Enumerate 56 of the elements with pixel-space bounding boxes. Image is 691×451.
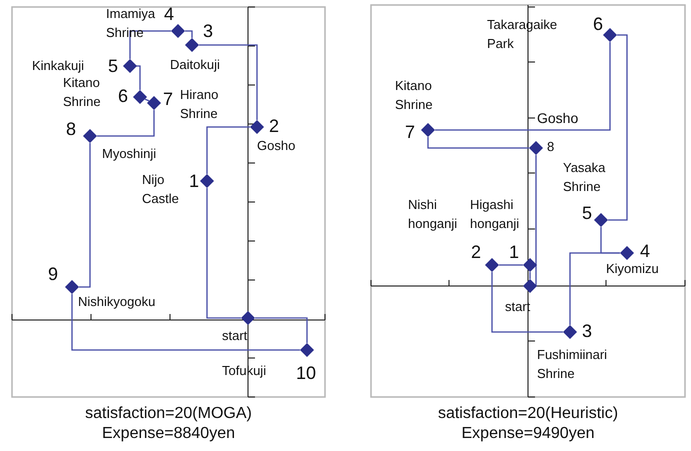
place-name: Kitano Shrine — [63, 74, 102, 111]
place-name: Higashi honganji — [470, 196, 520, 233]
point-number: 6 — [593, 13, 604, 35]
route-line — [71, 294, 300, 351]
route-line — [206, 188, 241, 319]
place-name: Kitano Shrine — [395, 77, 434, 114]
place-name: Nishikyogoku — [78, 293, 156, 311]
point-number: 5 — [582, 202, 592, 224]
place-name: start — [222, 327, 248, 345]
route-line — [129, 30, 171, 59]
place-name: Yasaka Shrine — [563, 159, 606, 196]
route-line — [206, 126, 250, 174]
place-name: Fushimiinari Shrine — [537, 346, 608, 383]
route-line — [97, 110, 155, 137]
caption: Expense=9490yen — [460, 424, 596, 444]
point-number: 3 — [582, 320, 592, 342]
place-name: Nijo Castle — [142, 171, 180, 208]
tick-label: Gosho — [537, 109, 578, 128]
point-number: 1 — [509, 241, 520, 263]
point-number: 3 — [203, 20, 214, 42]
route-line — [435, 42, 611, 131]
route-line — [608, 34, 628, 221]
point-number: 7 — [163, 88, 174, 110]
place-name: Myoshinji — [102, 145, 156, 163]
point-number: 4 — [640, 240, 650, 262]
place-name: Daitokuji — [170, 56, 220, 74]
point-number: 2 — [269, 115, 280, 137]
place-name: Nishi honganji — [408, 196, 458, 233]
route-line — [135, 65, 141, 90]
caption: Expense=8840yen — [101, 424, 236, 444]
route-line — [185, 30, 193, 38]
route-line — [600, 227, 620, 254]
point-number: 10 — [296, 362, 316, 384]
route-line — [79, 143, 91, 288]
route-line — [427, 137, 529, 149]
point-number: 6 — [118, 85, 128, 107]
point-number: 8 — [66, 118, 76, 140]
place-name: Hirano Shrine — [180, 86, 220, 123]
point-number: 2 — [471, 241, 482, 263]
route-line — [199, 44, 258, 120]
point-number: 9 — [48, 263, 58, 285]
point-number: 1 — [189, 170, 200, 192]
place-name: Kinkakuji — [32, 57, 84, 75]
place-name: 8 — [547, 138, 554, 156]
caption: satisfaction=20(MOGA) — [84, 404, 253, 424]
route-line — [499, 264, 523, 266]
point-number: 4 — [164, 3, 174, 25]
place-name: Imamiya Shrine — [106, 5, 156, 42]
route-line — [533, 155, 537, 287]
caption: satisfaction=20(Heuristic) — [436, 404, 620, 424]
place-name: Kiyomizu — [606, 260, 659, 278]
point-number: 5 — [108, 55, 118, 77]
point-number: 7 — [405, 121, 416, 143]
route-line — [255, 317, 308, 343]
place-name: Gosho — [257, 137, 296, 155]
route-line — [491, 272, 563, 333]
